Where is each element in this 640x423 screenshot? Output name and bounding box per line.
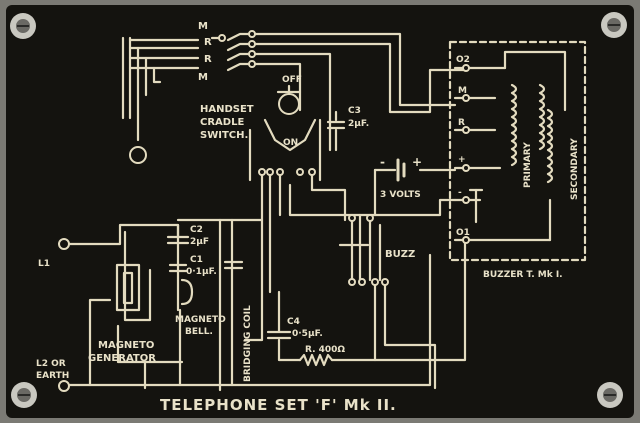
c1-name: C1	[190, 255, 203, 265]
buzz-label: BUZZ	[385, 249, 415, 260]
buzzer-terminal-label: O1	[456, 228, 470, 238]
magneto-bell-line: BELL.	[185, 327, 213, 337]
magneto-generator-line: GENERATOR	[88, 353, 156, 364]
c3-name: C3	[348, 106, 361, 116]
buzzer-terminal-label: -	[458, 188, 462, 198]
terminal-dots	[58, 30, 470, 392]
l2-label: L2 OR	[36, 359, 66, 369]
c2-value: 2μF	[190, 237, 209, 247]
c4-value: 0·5μF.	[292, 329, 323, 339]
c2-name: C2	[190, 225, 203, 235]
secondary-label: SECONDARY	[570, 138, 580, 200]
wiring	[58, 32, 587, 392]
buzzer-terminal-label: M	[458, 86, 467, 96]
buzzer-terminal-label: R	[458, 118, 465, 128]
screw-icon	[597, 382, 623, 408]
buzzer-terminal-label: O2	[456, 55, 470, 65]
cradle-off-label: OFF	[282, 75, 302, 85]
battery-plus: +	[412, 155, 422, 169]
c3-value: 2μF.	[348, 119, 369, 129]
c4-name: C4	[287, 317, 300, 327]
switch-label: M	[198, 72, 208, 83]
cradle-title-line: CRADLE	[200, 117, 244, 128]
screw-icon	[11, 382, 37, 408]
switch-label: M	[198, 21, 208, 32]
cradle-title-line: SWITCH.	[200, 130, 248, 141]
switch-labels: M R R M	[198, 21, 212, 83]
cradle-on-label: ON	[283, 138, 298, 148]
switch-label: R	[204, 37, 212, 48]
cradle-title-line: HANDSET	[200, 104, 254, 115]
l2-label: EARTH	[36, 371, 69, 381]
l1-label: L1	[38, 259, 50, 269]
switch-label: R	[204, 54, 212, 65]
buzzer-title: BUZZER T. Mk I.	[483, 270, 563, 280]
resistor-label: R. 400Ω	[305, 345, 345, 355]
bridging-coil-label: BRIDGING COIL	[243, 305, 253, 382]
magneto-generator-line: MAGNETO	[98, 340, 154, 351]
battery-minus: -	[380, 155, 385, 169]
magneto-bell-line: MAGNETO	[175, 315, 226, 325]
plate-background	[6, 5, 634, 418]
buzzer-terminal-label: +	[458, 155, 466, 165]
screw-icon	[601, 12, 627, 38]
footer-title: TELEPHONE SET 'F' Mk II.	[160, 396, 397, 414]
buzzer-terminal-labels: O2 M R + - O1	[456, 55, 470, 238]
primary-label: PRIMARY	[523, 142, 533, 188]
c1-value: 0·1μF.	[186, 267, 217, 277]
screw-icon	[10, 13, 36, 39]
battery-label: 3 VOLTS	[380, 190, 421, 200]
